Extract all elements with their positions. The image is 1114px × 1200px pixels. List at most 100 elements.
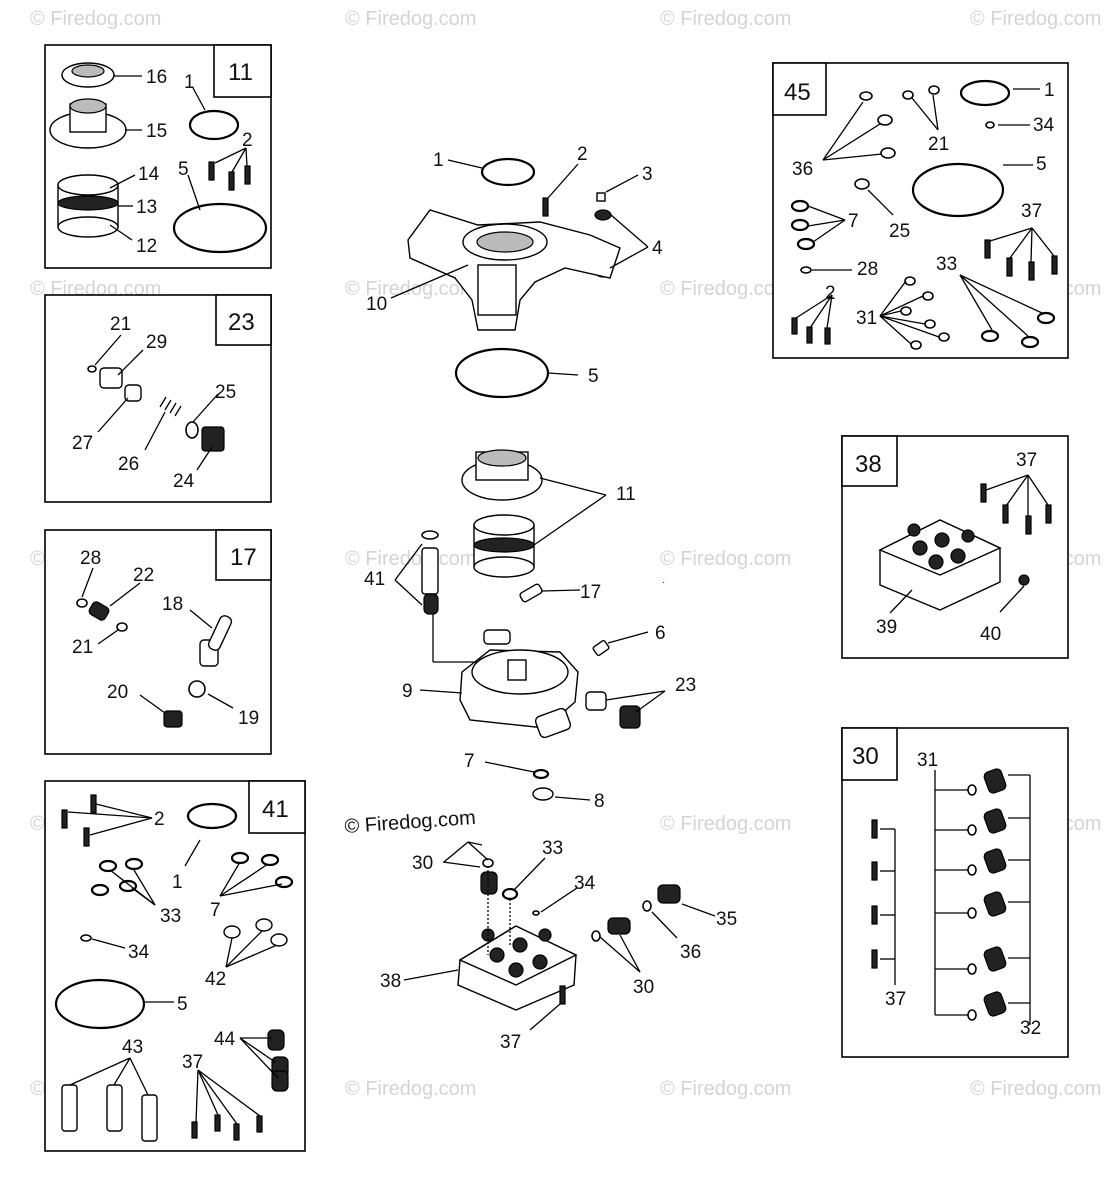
o-ring-part — [185, 421, 199, 439]
panel-id-box — [213, 44, 272, 98]
callout-label: 26 — [118, 454, 139, 475]
valve-part — [124, 384, 142, 402]
watermark: © Firedog.com — [970, 1078, 1101, 1100]
callout-label: 33 — [936, 254, 957, 275]
kit-panel-23: 23 21 29 25 27 26 24 — [44, 294, 272, 503]
small-o-ring-part — [116, 622, 128, 632]
main-assembly: 1 2 3 4 10 5 11 41 17 6 9 23 7 8 30 33 3… — [364, 144, 737, 1053]
callout-label: 37 — [1016, 450, 1037, 471]
o-ring-part — [186, 802, 238, 830]
panel-id: 38 — [855, 451, 882, 478]
panel-id-box — [215, 529, 272, 581]
callout-label: 17 — [580, 582, 601, 603]
screw-group — [791, 239, 1058, 345]
callout-label: 35 — [716, 909, 737, 930]
valve-part — [585, 691, 607, 711]
callout-label: 37 — [182, 1052, 203, 1073]
callout-label: 9 — [402, 681, 413, 702]
seal-retainer-part — [461, 449, 543, 501]
kit-panel-41: 41 2 1 33 — [44, 780, 306, 1152]
panel-id-box — [841, 435, 898, 487]
crankcase-flange-part — [407, 209, 621, 331]
o-ring-part — [480, 157, 536, 187]
small-o-ring-part — [642, 900, 652, 912]
callout-label: 7 — [464, 751, 475, 772]
spring-part — [159, 396, 182, 417]
o-ring-set — [90, 851, 294, 897]
callout-label: 11 — [616, 484, 636, 505]
kit-panel-45: 45 1 21 34 36 5 7 — [772, 62, 1069, 359]
callout-label: 34 — [128, 942, 150, 963]
callout-label: 2 — [577, 144, 588, 165]
watermark: © Firedog.com — [660, 813, 791, 835]
o-ring-part — [188, 109, 240, 141]
watermark: © Firedog.com — [30, 8, 161, 30]
callout-label: 23 — [675, 675, 696, 696]
plug-part — [163, 710, 183, 728]
callout-label: 37 — [500, 1032, 521, 1053]
kit-panel-30: 30 31 37 32 — [841, 727, 1069, 1058]
kit-panel-38: 38 37 39 40 — [841, 435, 1069, 659]
seal-ring-inner — [71, 64, 105, 78]
screw-part — [542, 197, 549, 217]
watermark: © Firedog.com — [970, 8, 1101, 30]
callout-label: 1 — [1044, 80, 1055, 101]
callout-label: 40 — [980, 624, 1001, 645]
watermark: © Firedog.com — [345, 8, 476, 30]
large-o-ring-part — [172, 202, 268, 254]
callout-label: 4 — [652, 238, 663, 259]
callout-label: 27 — [72, 433, 93, 454]
washer-part — [532, 787, 554, 801]
bearing-bottom — [57, 216, 119, 238]
valve-set — [967, 768, 1007, 1021]
callout-label: 37 — [1021, 201, 1042, 222]
callout-label: 33 — [542, 838, 563, 859]
callout-label: 10 — [366, 294, 387, 315]
callout-label: 18 — [162, 594, 183, 615]
callout-label: 30 — [412, 853, 433, 874]
injector-barb-part — [207, 615, 233, 651]
callout-label: 30 — [633, 977, 654, 998]
screw-group — [871, 819, 878, 969]
callout-label: 21 — [110, 314, 131, 335]
panel-id: 17 — [230, 544, 257, 571]
screw-part — [559, 985, 566, 1005]
large-o-ring-part — [454, 347, 550, 399]
valve-plate-part — [457, 925, 578, 1011]
callout-label: 38 — [380, 971, 401, 992]
callout-label: 1 — [172, 872, 183, 893]
callout-label: 21 — [928, 134, 949, 155]
callout-label: 19 — [238, 708, 259, 729]
small-o-ring-part — [76, 598, 88, 608]
callout-label: 15 — [146, 121, 167, 142]
callout-label: 5 — [588, 366, 599, 387]
callout-label: 16 — [146, 67, 167, 88]
panel-id-box — [215, 294, 272, 346]
callout-label: 7 — [848, 211, 859, 232]
callout-label: 41 — [364, 569, 385, 590]
callout-label: 21 — [72, 637, 93, 658]
callout-label: 43 — [122, 1037, 143, 1058]
valve-cap-part — [619, 705, 641, 729]
callout-label: 44 — [214, 1029, 236, 1050]
callout-label: 8 — [594, 791, 605, 812]
callout-label: 12 — [136, 236, 157, 257]
callout-label: 25 — [215, 382, 236, 403]
callout-label: 2 — [154, 809, 165, 830]
callout-label: 39 — [876, 617, 897, 638]
watermark: © Firedog.com — [660, 1078, 791, 1100]
piston-part — [421, 547, 439, 595]
callout-label: 3 — [642, 164, 653, 185]
callout-label: 42 — [205, 969, 226, 990]
o-ring-part — [959, 79, 1011, 107]
callout-label: 1 — [433, 150, 444, 171]
check-valve-part — [88, 601, 110, 621]
callout-label: 25 — [889, 221, 910, 242]
seal-part — [594, 209, 612, 221]
unloader-part — [592, 639, 610, 657]
watermark: © Firedog.com — [345, 1078, 476, 1100]
callout-label: 34 — [574, 873, 596, 894]
copyright-caption: © Firedog.com — [344, 807, 477, 838]
